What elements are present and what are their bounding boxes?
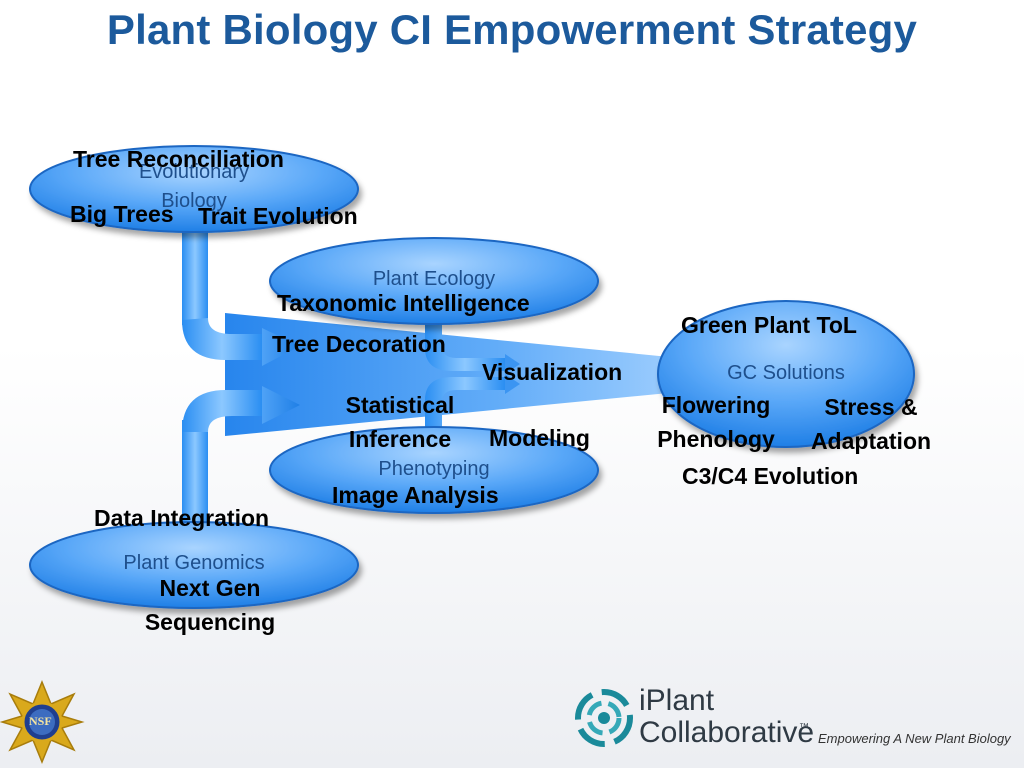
iplant-name-line1: iPlant	[639, 684, 715, 717]
term-statistical-inference-line2: Inference	[348, 426, 452, 452]
term-modeling: Modeling	[489, 425, 590, 451]
arrow-ecology	[505, 354, 520, 374]
ellipse-phenotyping	[269, 426, 599, 514]
ellipse-gc-solutions	[657, 300, 915, 448]
term-stress-adaptation-line1: Stress &	[824, 394, 918, 420]
ellipse-plant-genomics	[29, 521, 359, 609]
term-trait-evolution: Trait Evolution	[198, 203, 358, 229]
converging-wedge	[225, 313, 720, 436]
term-visualization: Visualization	[482, 359, 623, 385]
nsf-logo	[0, 680, 85, 764]
ellipse-label-evolutionary-biology: Evolutionary Biology	[138, 161, 250, 212]
arrow-genomics	[262, 386, 300, 424]
term-tree-reconciliation: Tree Reconciliation	[73, 146, 284, 172]
ellipse-label-plant-genomics: Plant Genomics	[123, 552, 265, 574]
iplant-trademark: ™	[799, 722, 809, 733]
ellipse-label-gc-solutions: GC Solutions	[727, 362, 845, 384]
slide-title: Plant Biology CI Empowerment Strategy	[106, 6, 918, 53]
ellipse-label-phenotyping: Phenotyping	[378, 458, 490, 480]
term-statistical-inference-line1: Statistical	[345, 392, 455, 418]
term-big-trees: Big Trees	[70, 201, 174, 227]
pipe-phenotyping	[425, 377, 505, 428]
term-data-integration: Data Integration	[94, 505, 270, 531]
iplant-tagline: Empowering A New Plant Biology	[818, 731, 1011, 746]
ellipse-plant-ecology	[269, 237, 599, 325]
pipe-evolutionary-curve	[182, 318, 262, 360]
arrow-phenotyping	[505, 374, 520, 394]
term-next-gen-line1: Next Gen	[159, 575, 261, 601]
pipe-evolutionary-vertical	[182, 215, 208, 325]
arrow-evolutionary	[262, 328, 300, 366]
term-next-gen-line2: Sequencing	[144, 609, 276, 635]
pipe-genomics-curve	[182, 390, 262, 432]
term-stress-adaptation-line2: Adaptation	[810, 428, 932, 454]
term-tree-decoration: Tree Decoration	[272, 331, 446, 357]
term-c3c4-evolution: C3/C4 Evolution	[682, 463, 859, 489]
ellipse-label-plant-ecology: Plant Ecology	[372, 268, 496, 290]
iplant-logo-icon	[575, 689, 633, 747]
term-green-plant-tol: Green Plant ToL	[681, 312, 857, 338]
term-flowering-phenology-line2: Phenology	[657, 426, 775, 452]
pipe-ecology	[425, 318, 505, 371]
nsf-logo-text: NSF	[29, 714, 52, 728]
ellipse-evolutionary-biology	[29, 145, 359, 233]
term-image-analysis: Image Analysis	[332, 482, 499, 508]
pipe-genomics-vertical	[182, 420, 208, 538]
iplant-name-line2: Collaborative	[639, 716, 815, 749]
term-flowering-phenology-line1: Flowering	[661, 392, 771, 418]
term-taxonomic-intelligence: Taxonomic Intelligence	[277, 290, 530, 316]
